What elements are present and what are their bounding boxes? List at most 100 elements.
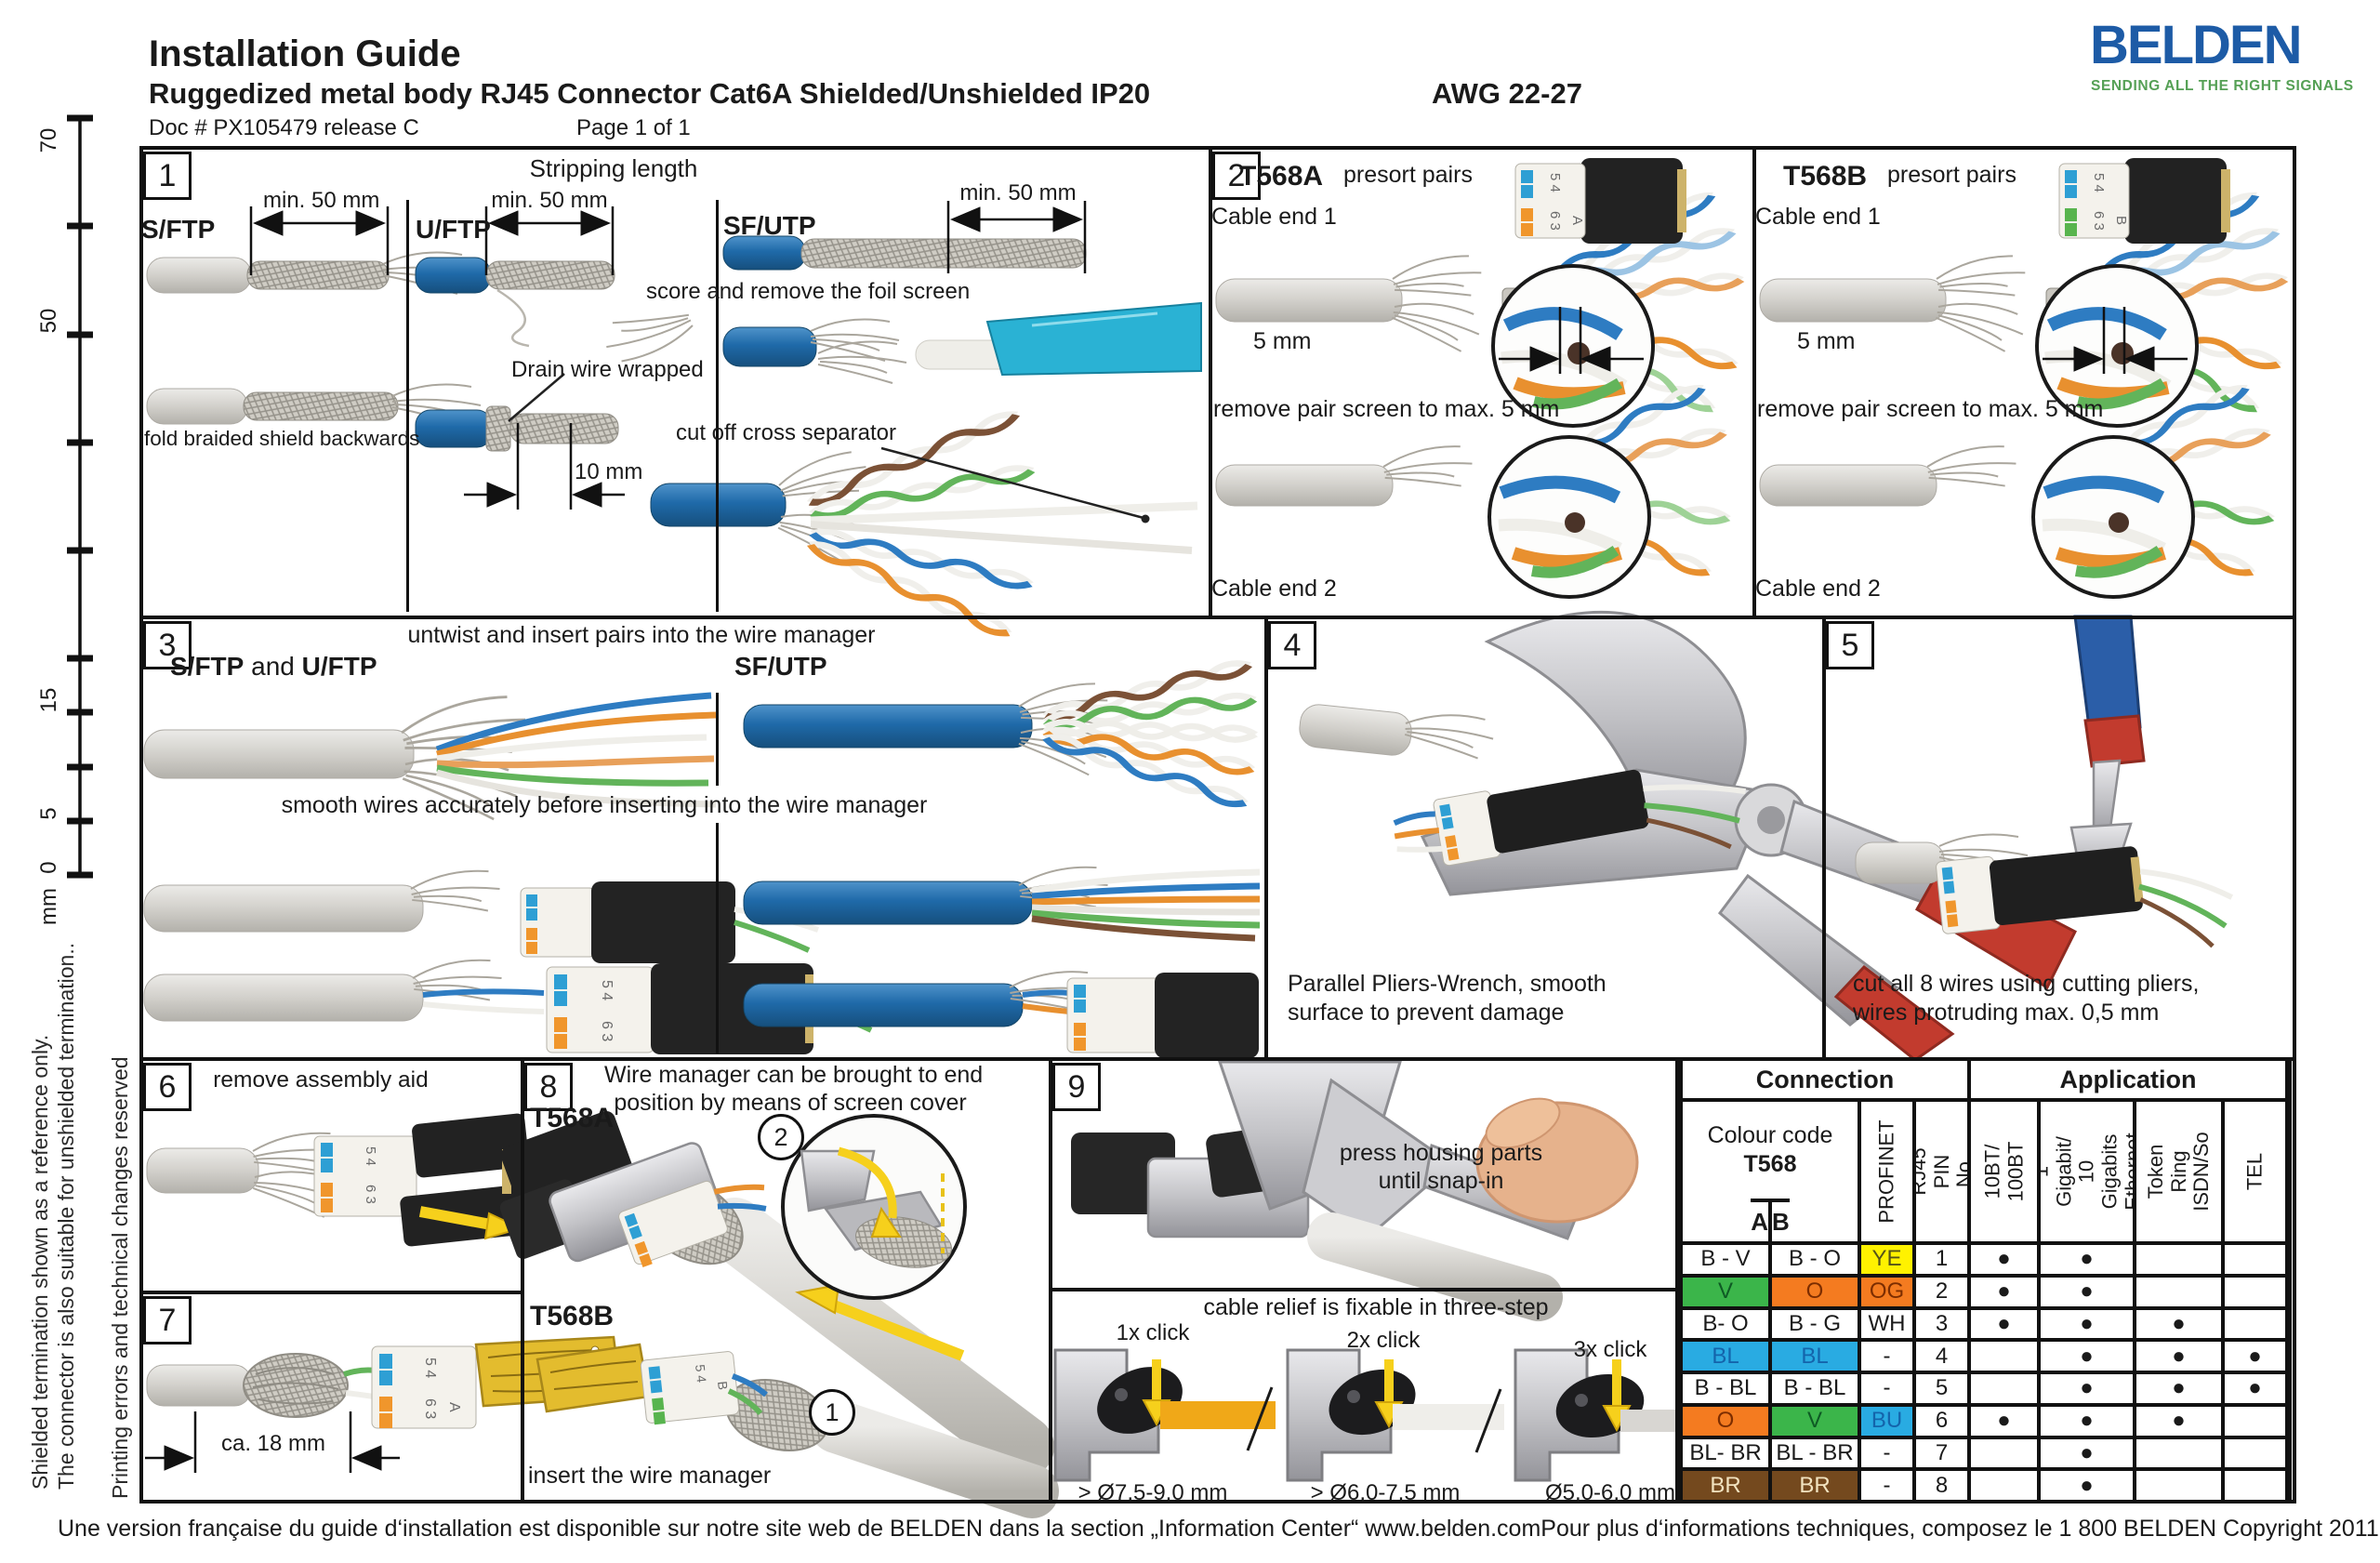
dimension-t568b-5mm <box>2043 307 2188 374</box>
cell-prof-3: WH <box>1861 1309 1912 1339</box>
dot-3-token: ● <box>2136 1309 2221 1339</box>
photo-cutting-pliers <box>1855 615 2234 948</box>
p9-dia-1: > Ø7,5-9,0 mm <box>1078 1480 1228 1505</box>
awg-label: AWG 22-27 <box>1432 77 1582 110</box>
divider-p9-relief <box>1049 1288 1679 1291</box>
cell-b-2: O <box>1772 1277 1858 1306</box>
svg-text:5 4: 5 4 <box>599 980 615 1000</box>
cell-prof-5: - <box>1861 1374 1912 1403</box>
photo-relief-1x <box>1053 1348 1276 1482</box>
footer-french-note: Une version française du guide d‘install… <box>58 1516 1541 1542</box>
step-1: 1 <box>143 152 192 200</box>
svg-text:6 3: 6 3 <box>363 1185 378 1204</box>
detail-circle-t568a-2 <box>1488 435 1651 599</box>
svg-text:6 3: 6 3 <box>1547 211 1563 231</box>
svg-text:6 3: 6 3 <box>422 1398 438 1419</box>
note-shielded-1: Shielded termination shown as a referenc… <box>28 1034 52 1490</box>
cell-a-7: BL- BR <box>1683 1438 1768 1468</box>
divider-p6-p8 <box>521 1057 524 1503</box>
cell-a-1: B - V <box>1683 1245 1768 1274</box>
photo-screen-cover <box>499 1110 1054 1478</box>
dot-5-token: ● <box>2136 1374 2221 1403</box>
cell-a-6: O <box>1683 1406 1768 1436</box>
step-9: 9 <box>1052 1063 1101 1111</box>
photo-press-housing <box>1071 1060 1639 1321</box>
p8-caption-2: position by means of screen cover <box>614 1090 967 1116</box>
p1-cutoff-caption: cut off cross separator <box>676 420 896 445</box>
step-5: 5 <box>1826 621 1874 669</box>
dot-4-tel: ● <box>2225 1342 2285 1371</box>
photo-uftp-drain <box>415 373 619 452</box>
p1-min50-uftp: min. 50 mm <box>491 188 608 213</box>
p2b-title: T568B <box>1783 161 1868 192</box>
dot-5-10bt <box>1971 1374 2037 1403</box>
photo-insert-manager-t568b: 5 4 B <box>536 1343 1059 1518</box>
th-connection: Connection <box>1683 1061 1967 1098</box>
dot-1-token <box>2136 1245 2221 1274</box>
footer: Une version française du guide d‘install… <box>58 1516 2380 1543</box>
svg-text:6 3: 6 3 <box>2091 211 2107 231</box>
p5-caption-1: cut all 8 wires using cutting pliers, <box>1853 971 2200 997</box>
cell-a-8: BR <box>1683 1471 1768 1500</box>
p8-t568a-label: T568A <box>530 1103 615 1133</box>
p3-uftp: U/FTP <box>301 652 377 681</box>
cell-pin-7: 7 <box>1916 1438 1967 1468</box>
divider-p3-upper <box>716 693 719 786</box>
p2b-end1: Cable end 1 <box>1755 204 1881 230</box>
photo-t568a-cable-end2 <box>1215 383 1728 578</box>
photo-sfutp-foil <box>598 296 1202 384</box>
divider-row2-row3 <box>139 1057 2296 1061</box>
dot-2-10bt: ● <box>1971 1277 2037 1306</box>
dot-5-gig: ● <box>2041 1374 2133 1403</box>
th-colour-code: Colour code T568 A B <box>1683 1102 1858 1241</box>
p3-and: and <box>251 652 295 681</box>
svg-text:B: B <box>715 1381 731 1391</box>
p9-click-1: 1x click <box>1116 1320 1190 1345</box>
cell-prof-7: - <box>1861 1438 1912 1468</box>
dot-6-10bt: ● <box>1971 1406 2037 1436</box>
dot-7-10bt <box>1971 1438 2037 1468</box>
th-app-10bt: 10BT/ 100BT <box>1971 1102 2037 1241</box>
divider-p6-p7 <box>139 1291 521 1294</box>
step-8: 8 <box>524 1063 573 1111</box>
p2b-end2: Cable end 2 <box>1755 576 1881 602</box>
divider-p1-uftp-sfutp <box>716 200 719 612</box>
p8-caption-1: Wire manager can be brought to end <box>604 1062 984 1088</box>
p2a-title: T568A <box>1239 161 1324 192</box>
divider-p8-p9 <box>1049 1057 1052 1503</box>
dot-7-tel <box>2225 1438 2285 1468</box>
colour-code-line2: T568 <box>1743 1151 1797 1177</box>
photo-p3-sfutp-manager <box>743 968 1259 1058</box>
p2a-end1: Cable end 1 <box>1211 204 1337 230</box>
p1-sftp-label: S/FTP <box>141 215 216 244</box>
th-application: Application <box>1971 1061 2285 1098</box>
p6-caption: remove assembly aid <box>213 1067 429 1093</box>
dot-4-token: ● <box>2136 1342 2221 1371</box>
colour-code-line1: Colour code <box>1707 1121 1833 1148</box>
ruler-label-15: 15 <box>35 687 61 713</box>
dimension-18mm <box>145 1411 400 1473</box>
page-number: Page 1 of 1 <box>576 115 691 140</box>
step-2: 2 <box>1212 152 1261 200</box>
connection-application-table: Connection Application Colour code T568 … <box>1679 1057 2292 1503</box>
belden-logo: BELDEN <box>2090 15 2302 75</box>
cell-prof-2: OG <box>1861 1277 1912 1306</box>
dot-4-10bt <box>1971 1342 2037 1371</box>
detail-circle-t568b-2 <box>2031 435 2195 599</box>
footer-copyright: Pour plus d‘informations techniques, com… <box>1540 1516 2380 1542</box>
th-app-tokenring: Token Ring ISDN/So <box>2136 1102 2221 1241</box>
cell-pin-3: 3 <box>1916 1309 1967 1339</box>
cell-pin-8: 8 <box>1916 1471 1967 1500</box>
p1-min50-sftp: min. 50 mm <box>263 188 380 213</box>
svg-text:5 4: 5 4 <box>2091 173 2107 192</box>
th-rj45-pin: RJ45 PIN No. <box>1916 1102 1967 1241</box>
p2b-presort: presort pairs <box>1887 162 2016 188</box>
dot-7-token <box>2136 1438 2221 1468</box>
dot-1-gig: ● <box>2041 1245 2133 1274</box>
svg-text:5 4: 5 4 <box>693 1364 709 1384</box>
p9-click-3: 3x click <box>1573 1337 1647 1362</box>
dot-3-gig: ● <box>2041 1309 2133 1339</box>
photo-uftp-strip <box>415 257 615 348</box>
p1-sfutp-label: SF/UTP <box>723 211 816 240</box>
